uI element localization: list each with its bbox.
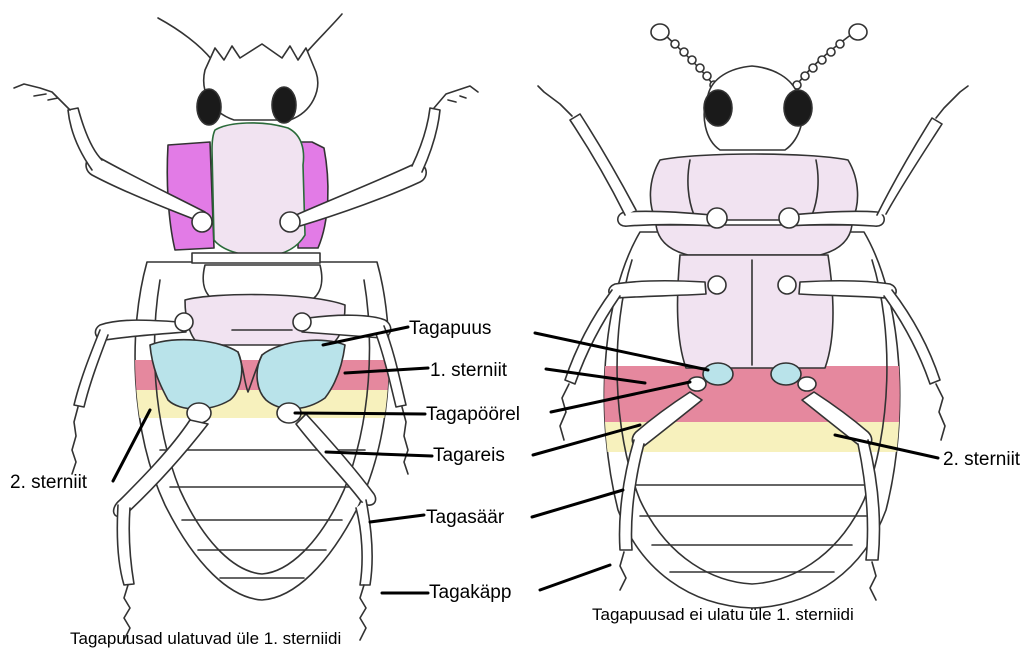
right-trochanter-left bbox=[688, 377, 706, 391]
right-mid-coxa-right bbox=[778, 276, 796, 294]
left-antenna-left bbox=[158, 18, 212, 60]
left-front-tarsus-right bbox=[434, 86, 478, 108]
left-front-tibia-left bbox=[68, 108, 102, 170]
label-sterniit-2-left: 2. sterniit bbox=[10, 472, 88, 493]
left-front-coxa-left bbox=[192, 212, 212, 232]
caption-left: Tagapuusad ulatuvad üle 1. sterniidi bbox=[70, 629, 341, 648]
right-mid-femur-left bbox=[609, 281, 706, 298]
left-hind-tibia-left bbox=[117, 505, 134, 585]
left-mid-tarsus-left bbox=[72, 407, 78, 474]
leader-tagakapp-right bbox=[540, 565, 610, 590]
right-front-tibia-right bbox=[877, 118, 942, 215]
right-hind-coxa-left bbox=[703, 363, 733, 385]
label-sterniit-2-right: 2. sterniit bbox=[943, 449, 1021, 470]
right-mid-tarsus-left bbox=[560, 384, 569, 440]
left-prothorax-rim bbox=[192, 253, 320, 263]
right-front-tarsus-left bbox=[538, 86, 572, 116]
label-sterniit-1: 1. sterniit bbox=[430, 360, 508, 381]
leader-tagasaar-left bbox=[370, 515, 424, 522]
left-eye-left bbox=[197, 89, 221, 125]
left-mid-tarsus-right bbox=[402, 407, 408, 474]
leader-tagapoorel-left bbox=[295, 413, 425, 414]
right-front-femur-right bbox=[786, 211, 884, 226]
left-front-tarsus-left bbox=[14, 84, 70, 110]
right-pronotum bbox=[650, 154, 857, 220]
right-trochanter-right bbox=[798, 377, 816, 391]
left-prosternum bbox=[212, 123, 305, 256]
left-eye-right bbox=[272, 87, 296, 123]
right-front-tarsus-right bbox=[936, 86, 968, 118]
label-tagakapp: Tagakäpp bbox=[429, 582, 511, 603]
right-eye-right bbox=[784, 90, 812, 126]
right-hind-tarsus-left bbox=[620, 552, 626, 590]
caption-right: Tagapuusad ei ulatu üle 1. sterniidi bbox=[592, 605, 854, 624]
right-hind-tarsus-right bbox=[870, 562, 876, 600]
right-eye-left bbox=[704, 90, 732, 126]
right-mid-femur-right bbox=[799, 281, 896, 298]
leader-tagasaar-right bbox=[532, 490, 623, 517]
label-tagapuus: Tagapuus bbox=[409, 318, 491, 339]
label-tagasaar: Tagasäär bbox=[426, 507, 505, 528]
right-beetle bbox=[538, 24, 968, 608]
left-hind-tarsus-right bbox=[360, 585, 366, 640]
label-tagareis: Tagareis bbox=[433, 445, 505, 466]
right-front-coxa-left bbox=[707, 208, 727, 228]
right-metasternum bbox=[678, 255, 833, 368]
right-mesothorax bbox=[656, 225, 852, 255]
right-front-tibia-left bbox=[570, 114, 636, 215]
right-mid-tarsus-right bbox=[936, 384, 945, 440]
left-front-coxa-right bbox=[280, 212, 300, 232]
right-mid-coxa-left bbox=[708, 276, 726, 294]
left-mid-coxa-left bbox=[175, 313, 193, 331]
right-front-coxa-right bbox=[779, 208, 799, 228]
left-mid-tibia-left bbox=[74, 330, 108, 407]
left-front-tibia-right bbox=[412, 108, 440, 172]
right-hind-coxa-right bbox=[771, 363, 801, 385]
right-front-femur-left bbox=[618, 211, 716, 226]
left-hind-tibia-right bbox=[356, 500, 372, 585]
label-tagapoorel: Tagapöörel bbox=[426, 404, 520, 425]
left-mid-coxa-right bbox=[293, 313, 311, 331]
